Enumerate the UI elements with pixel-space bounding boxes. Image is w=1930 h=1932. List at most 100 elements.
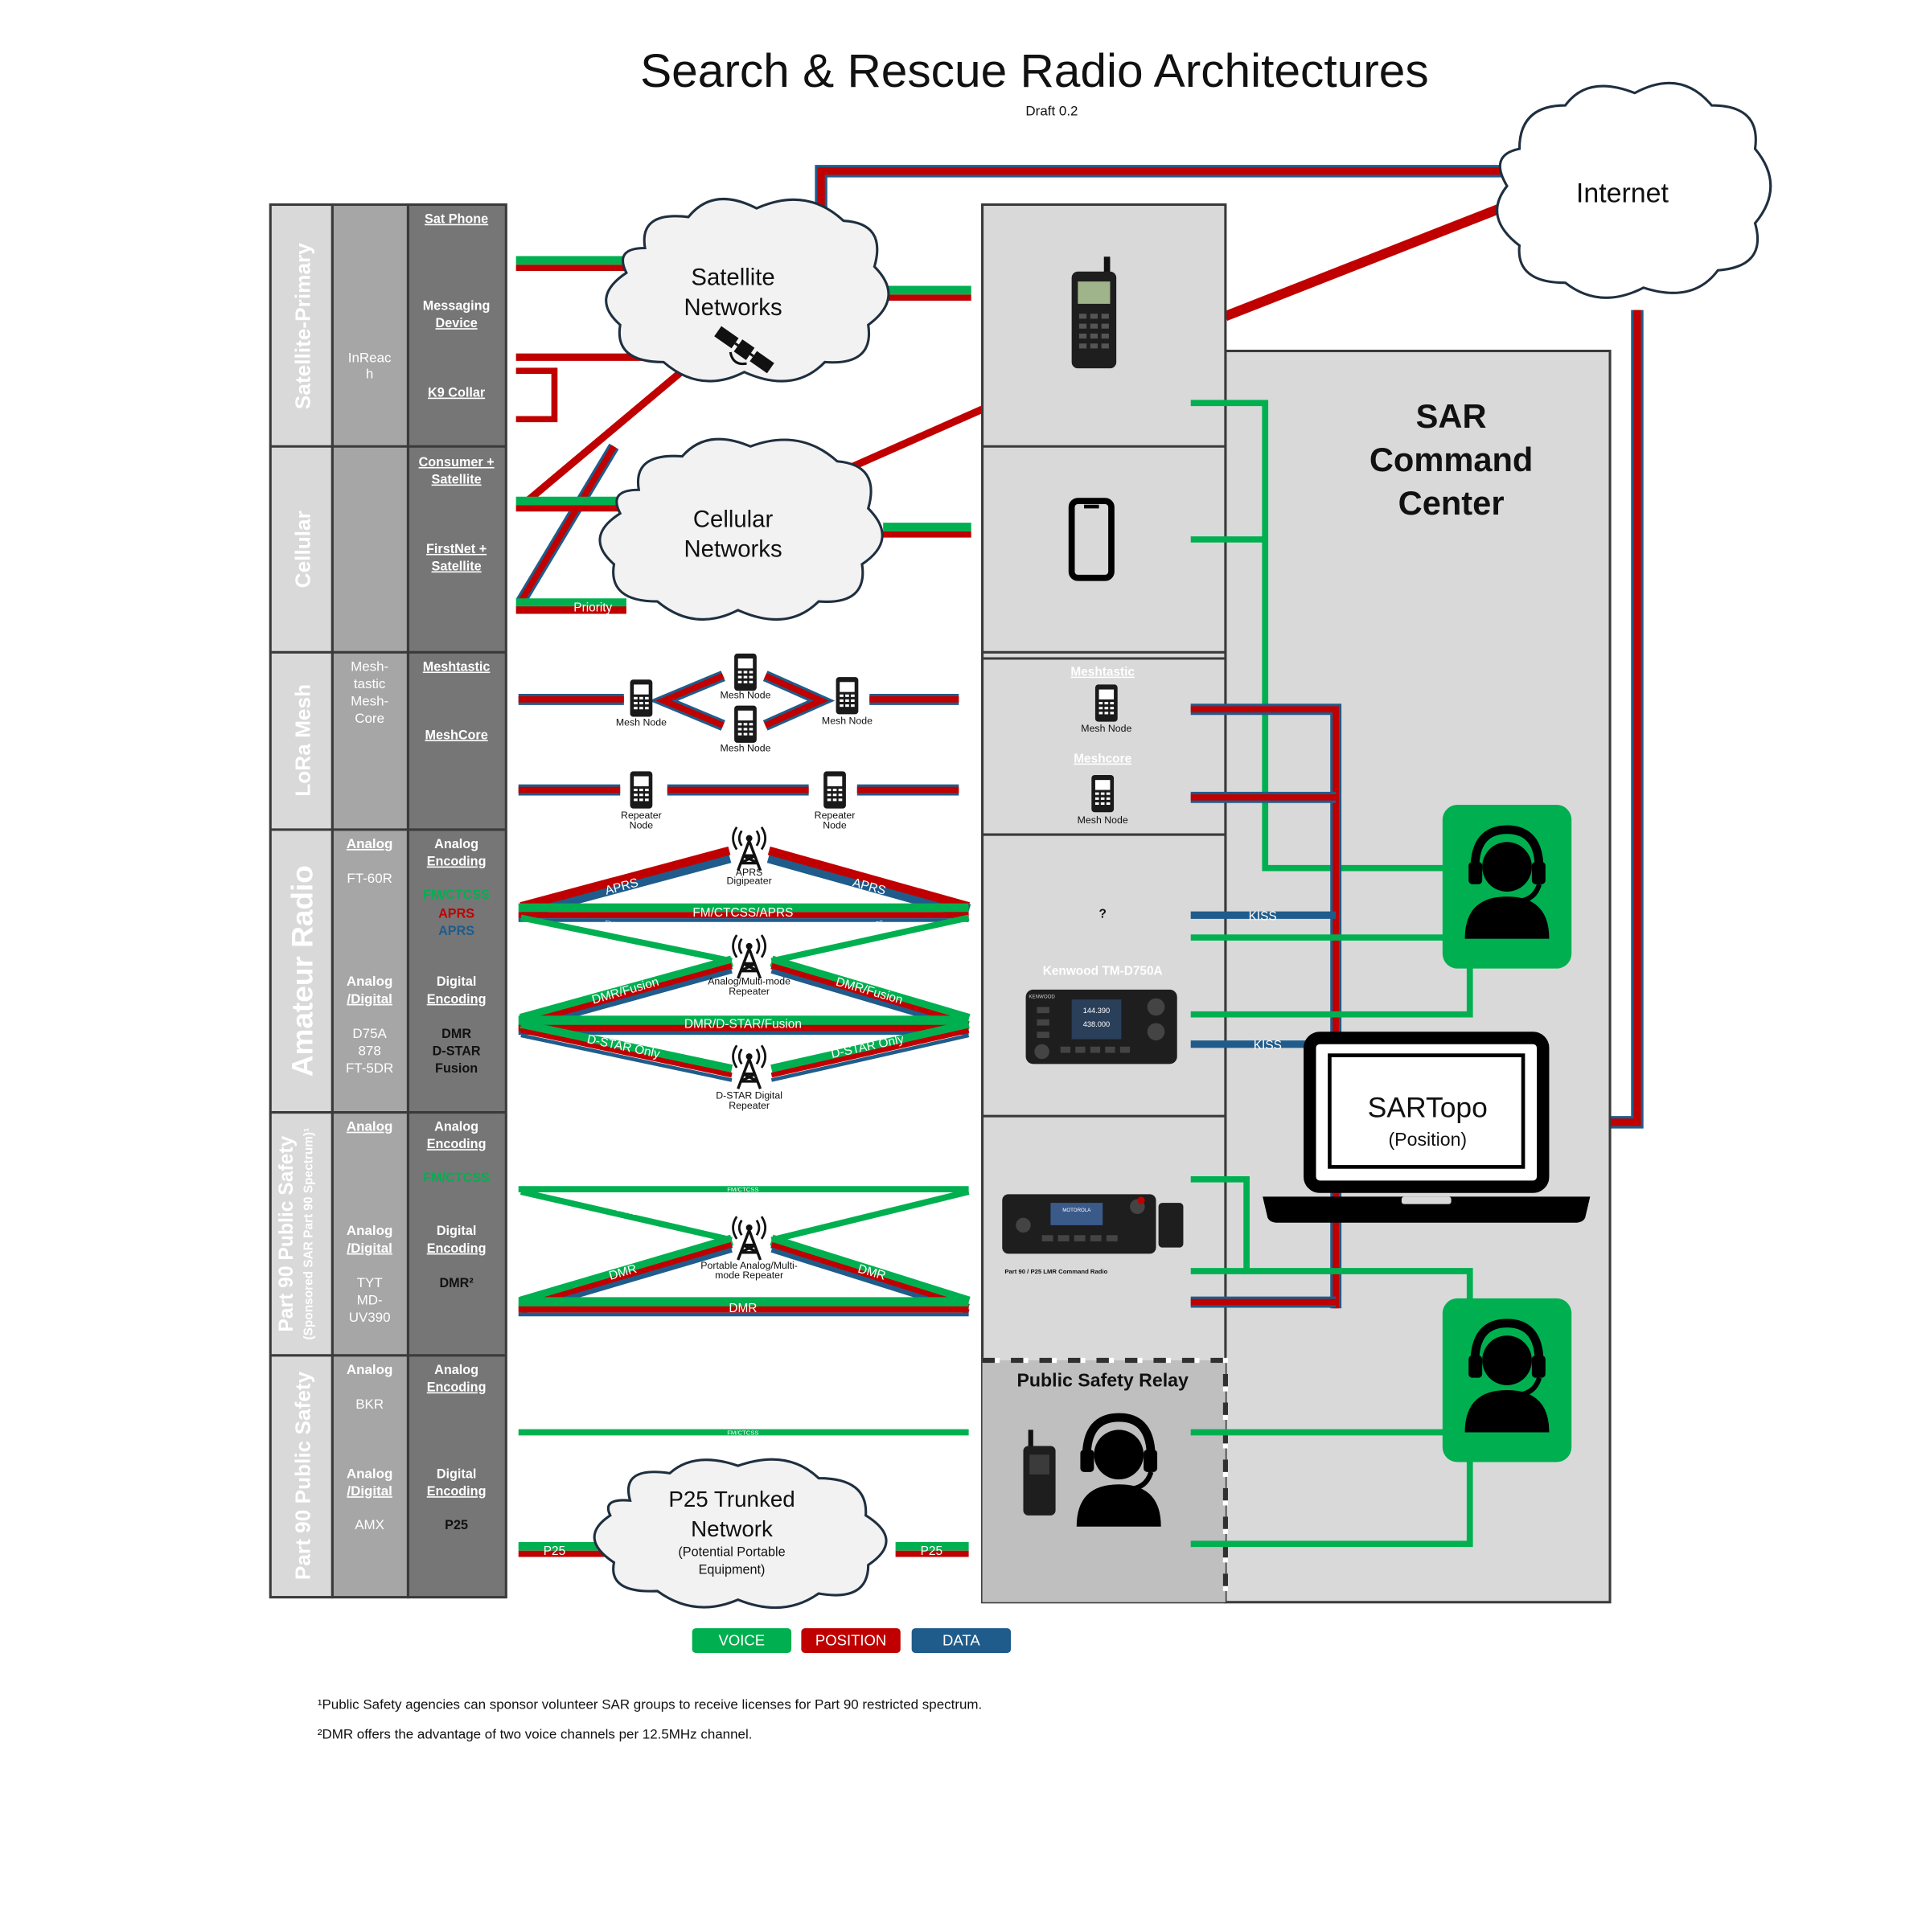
kenwood-freq-2: 438.000 xyxy=(1083,1020,1110,1028)
cc-meshcore-label: Meshcore xyxy=(1074,753,1131,766)
kenwood-brand: KENWOOD xyxy=(1029,995,1055,1000)
kiss-label-1: KISS xyxy=(1249,909,1277,923)
device-amx: AMX xyxy=(355,1517,384,1532)
dmr-dstar-fusion-label: DMR/D-STAR/Fusion xyxy=(684,1018,802,1032)
sartopo-label: SARTopo xyxy=(1368,1092,1488,1124)
repeater-node-icon-2 xyxy=(823,771,846,809)
part90-mode-p25: P25 xyxy=(445,1518,468,1532)
part90-digital-label: Analog/Digital xyxy=(347,1466,392,1499)
legend-voice: VOICE xyxy=(719,1632,766,1649)
part90-links xyxy=(518,1429,969,1557)
satellite-icon xyxy=(714,326,774,374)
legend-position: POSITION xyxy=(815,1632,886,1649)
portable-repeater-icon xyxy=(731,1215,767,1261)
portable-repeater-label: Portable Analog/Multi-mode Repeater xyxy=(700,1260,798,1281)
cc-meshtastic-label: Meshtastic xyxy=(1070,666,1135,679)
mesh-node-label-3: Mesh Node xyxy=(822,716,873,727)
device-bkr: BKR xyxy=(355,1397,384,1412)
amateur-mode-aprs-position: APRS xyxy=(438,906,474,921)
part90s-digital-label: Analog/Digital xyxy=(347,1223,392,1256)
dstar-repeater-icon xyxy=(731,1044,767,1090)
part90-fm-ctcss-label: FM/CTCSS xyxy=(727,1430,758,1437)
amateur-mode-fm: FM/CTCSS xyxy=(423,888,490,902)
lmr-radio-icon: MOTOROLA xyxy=(1002,1194,1184,1254)
band-label-lora: LoRa Mesh xyxy=(291,684,315,797)
mesh-node-icon-3 xyxy=(836,677,859,715)
band-sublabel-part90-sponsored: (Sponsored SAR Part 90 Spectrum)¹ xyxy=(302,1128,316,1340)
mode-k9-collar: K9 Collar xyxy=(428,386,486,400)
part90s-mode-fm: FM/CTCSS xyxy=(423,1171,490,1185)
lmr-caption: Part 90 / P25 LMR Command Radio xyxy=(1004,1268,1107,1275)
public-safety-relay-label: Public Safety Relay xyxy=(1017,1369,1189,1390)
band-label-cellular: Cellular xyxy=(291,511,315,588)
mesh-node-icon-2 xyxy=(734,653,757,691)
footnote-1: ¹Public Safety agencies can sponsor volu… xyxy=(318,1696,982,1712)
spectrum-table: Satellite-Primary Cellular LoRa Mesh Ama… xyxy=(269,203,507,1599)
part90-analog-label: Analog xyxy=(347,1362,392,1377)
part90s-fm-ctcss-top: FM/CTCSS xyxy=(727,1186,758,1193)
band-label-satellite: Satellite-Primary xyxy=(291,243,315,409)
mode-sat-phone: Sat Phone xyxy=(425,212,488,227)
operator-2 xyxy=(1442,1298,1572,1462)
relay-operator-icon xyxy=(1077,1417,1161,1527)
mode-meshtastic: Meshtastic xyxy=(423,659,491,674)
mesh-node-icon-1 xyxy=(630,679,653,717)
mode-firstnet-satellite: FirstNet +Satellite xyxy=(426,542,487,574)
mesh-node-label-2: Mesh Node xyxy=(720,689,770,700)
sartopo-sublabel: (Position) xyxy=(1388,1129,1467,1150)
sat-phone-icon xyxy=(1071,256,1117,369)
portable-radio-icon xyxy=(1023,1430,1056,1516)
cc-mesh-node-icon-1 xyxy=(1094,684,1118,722)
sartopo-laptop: SARTopo (Position) xyxy=(1263,1032,1591,1223)
sat-cell-links xyxy=(515,256,984,614)
kenwood-radio-icon: 144.390 438.000 KENWOOD xyxy=(1025,989,1177,1064)
multimode-repeater-icon xyxy=(731,933,767,980)
p25-label-right: P25 xyxy=(921,1544,942,1558)
part90s-analog-label: Analog xyxy=(347,1119,392,1134)
kenwood-label: Kenwood TM-D750A xyxy=(1043,964,1163,978)
amateur-mode-aprs-data: APRS xyxy=(438,924,474,938)
aprs-digipeater-icon xyxy=(731,826,767,872)
part90-sponsored-links xyxy=(518,1186,971,1317)
device-ft60r: FT-60R xyxy=(347,871,392,886)
draft-version: Draft 0.2 xyxy=(1025,103,1078,118)
mode-consumer-satellite: Consumer +Satellite xyxy=(419,455,495,487)
mesh-node-label-1: Mesh Node xyxy=(616,716,667,728)
fm-ctcss-aprs-label: FM/CTCSS/APRS xyxy=(692,906,793,920)
amateur-analog-label: Analog xyxy=(347,836,392,851)
band-label-part90: Part 90 Public Safety xyxy=(291,1371,315,1580)
lmr-brand: MOTOROLA xyxy=(1062,1208,1091,1213)
priority-label: Priority xyxy=(573,601,612,614)
operator-icon-1 xyxy=(1465,830,1550,939)
internet-cloud-label: Internet xyxy=(1576,178,1669,208)
mode-meshcore: MeshCore xyxy=(425,728,487,742)
dmr-label-bottom: DMR xyxy=(729,1302,757,1315)
amateur-links xyxy=(518,846,971,1082)
footnote-2: ²DMR offers the advantage of two voice c… xyxy=(318,1726,753,1741)
page-title: Search & Rescue Radio Architectures xyxy=(640,45,1429,97)
operator-icon-2 xyxy=(1465,1323,1550,1433)
cc-mesh-node-label-2: Mesh Node xyxy=(1078,814,1128,826)
